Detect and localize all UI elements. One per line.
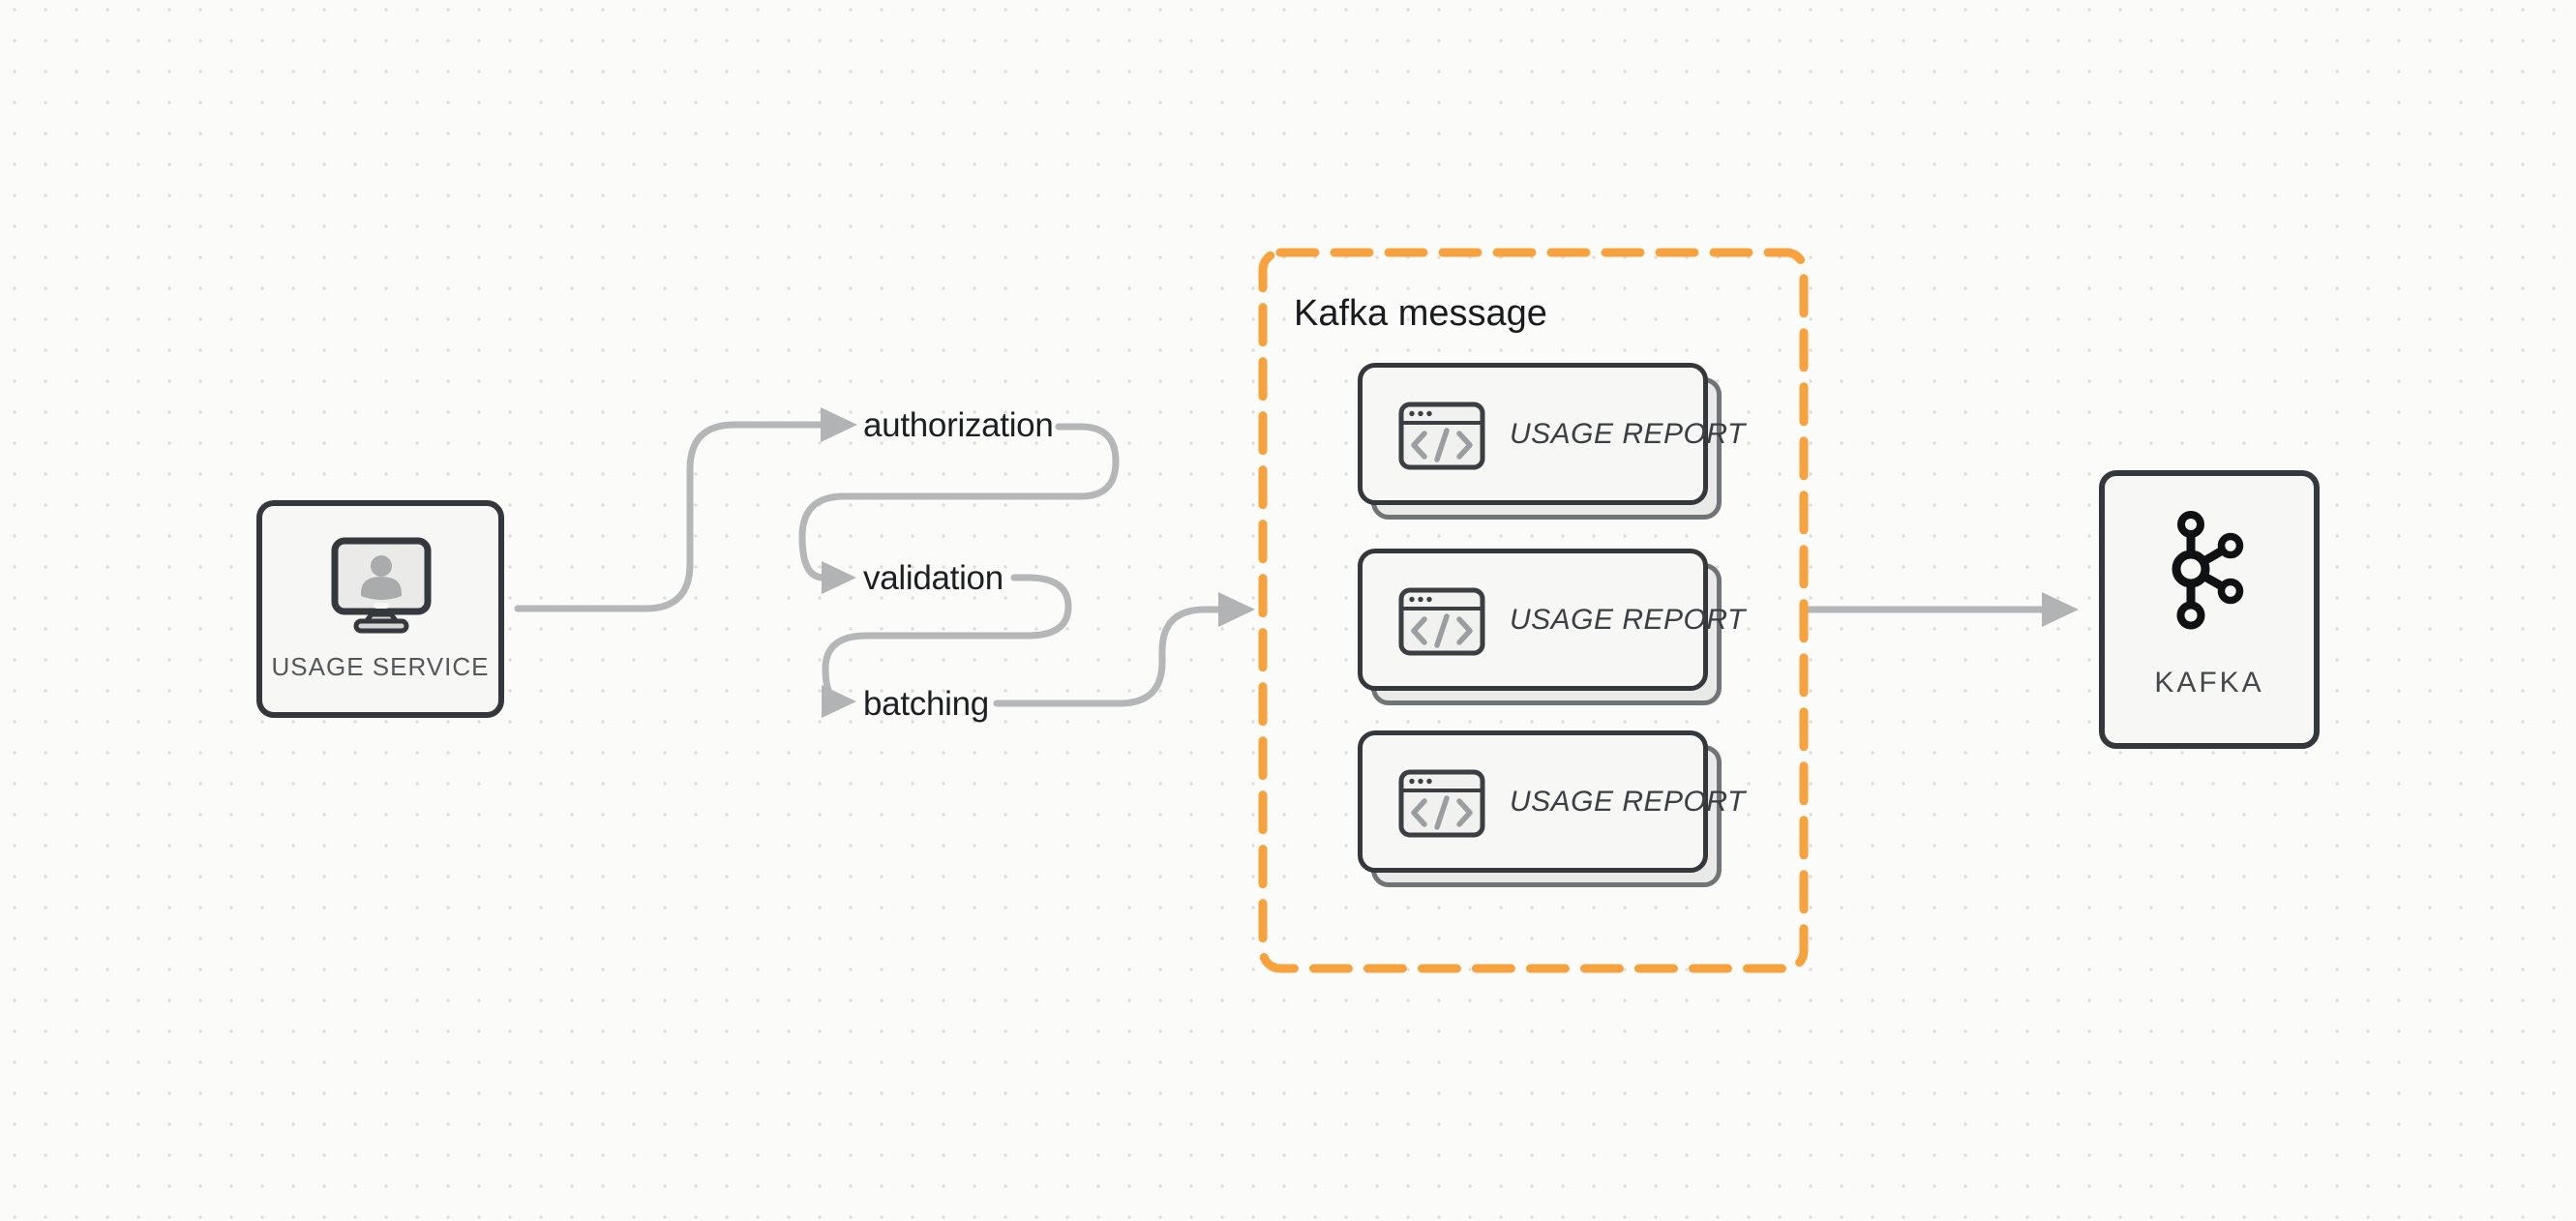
connector-authorization-to-validation	[798, 423, 1120, 581]
usage-report-label: USAGE REPORT	[1510, 417, 1746, 450]
connector-validation-to-batching	[822, 574, 1072, 705]
usage-report-card: USAGE REPORT	[1358, 363, 1745, 520]
monitor-user-icon	[325, 534, 435, 635]
usage-report-card: USAGE REPORT	[1358, 549, 1745, 705]
kafka-message-group-title: Kafka message	[1294, 293, 1547, 334]
usage-report-label: USAGE REPORT	[1510, 603, 1746, 636]
usage-report-card-front: USAGE REPORT	[1358, 549, 1745, 691]
step-label-validation: validation	[863, 559, 1003, 597]
code-window-icon	[1397, 768, 1486, 839]
usage-report-label: USAGE REPORT	[1510, 785, 1746, 818]
arrowhead-authorization	[821, 407, 857, 442]
usage-report-card: USAGE REPORT	[1358, 730, 1745, 887]
code-window-icon	[1397, 401, 1486, 471]
usage-report-card-front: USAGE REPORT	[1358, 363, 1745, 505]
arrowhead-message-group	[1218, 592, 1255, 627]
connector-batching-to-message-group	[993, 606, 1225, 707]
step-label-authorization: authorization	[863, 406, 1054, 444]
arrowhead-validation	[822, 561, 856, 594]
arrowhead-kafka	[2042, 592, 2079, 627]
kafka-message-group-boundary	[1258, 248, 1809, 973]
kafka-logo-icon	[2135, 499, 2251, 635]
connector-source-to-authorization	[514, 421, 826, 612]
arrowhead-batching	[822, 685, 856, 718]
step-label-batching: batching	[863, 685, 989, 723]
usage-service-label: USAGE SERVICE	[271, 652, 490, 681]
kafka-node	[2099, 470, 2320, 749]
kafka-label: KAFKA	[2154, 667, 2264, 699]
usage-report-card-front: USAGE REPORT	[1358, 730, 1745, 873]
code-window-icon	[1397, 586, 1486, 657]
